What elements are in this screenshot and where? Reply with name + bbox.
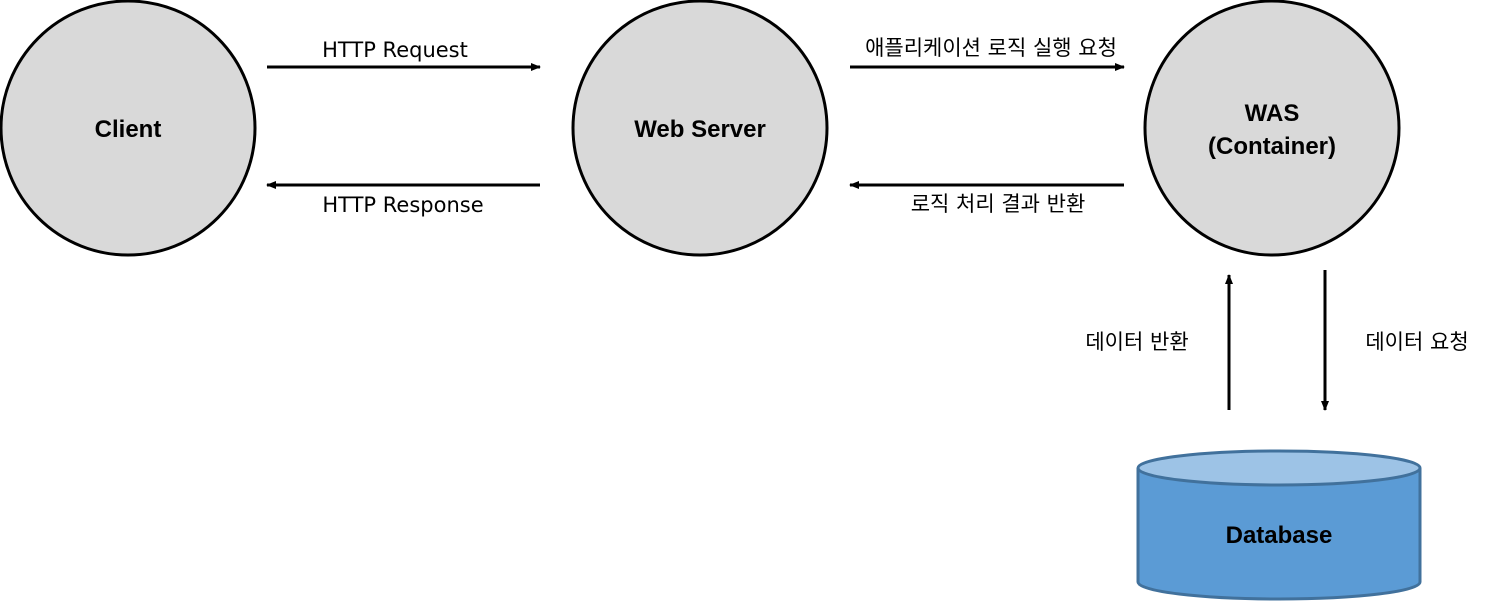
client-label: Client bbox=[95, 116, 162, 143]
edge-data-request: 데이터 요청 bbox=[1321, 270, 1469, 411]
data-request-label: 데이터 요청 bbox=[1365, 330, 1468, 354]
edge-app-logic-request: 애플리케이션 로직 실행 요청 bbox=[850, 36, 1125, 71]
database-label: Database bbox=[1226, 522, 1333, 549]
logic-result-return-label: 로직 처리 결과 반환 bbox=[911, 192, 1086, 216]
was-label-line1: WAS bbox=[1245, 100, 1300, 127]
http-response-label: HTTP Response bbox=[322, 193, 483, 217]
client-node: Client bbox=[0, 0, 257, 257]
was-circle bbox=[1143, 0, 1401, 257]
edge-logic-result-return: 로직 처리 결과 반환 bbox=[849, 181, 1124, 216]
database-node: Database bbox=[1136, 449, 1422, 601]
data-return-label: 데이터 반환 bbox=[1085, 330, 1188, 354]
app-logic-request-label: 애플리케이션 로직 실행 요청 bbox=[865, 36, 1117, 60]
was-label-line2: (Container) bbox=[1208, 133, 1336, 160]
was-node: WAS (Container) bbox=[1143, 0, 1401, 257]
web-server-circle bbox=[571, 0, 829, 257]
edge-http-request: HTTP Request bbox=[267, 38, 541, 71]
web-server-node: Web Server bbox=[571, 0, 829, 257]
edge-http-response: HTTP Response bbox=[266, 181, 540, 217]
client-circle bbox=[0, 0, 257, 257]
http-request-label: HTTP Request bbox=[322, 38, 468, 62]
database-top bbox=[1136, 449, 1422, 487]
edge-data-return: 데이터 반환 bbox=[1085, 274, 1233, 410]
web-server-label: Web Server bbox=[634, 116, 766, 143]
database-body bbox=[1136, 468, 1422, 601]
